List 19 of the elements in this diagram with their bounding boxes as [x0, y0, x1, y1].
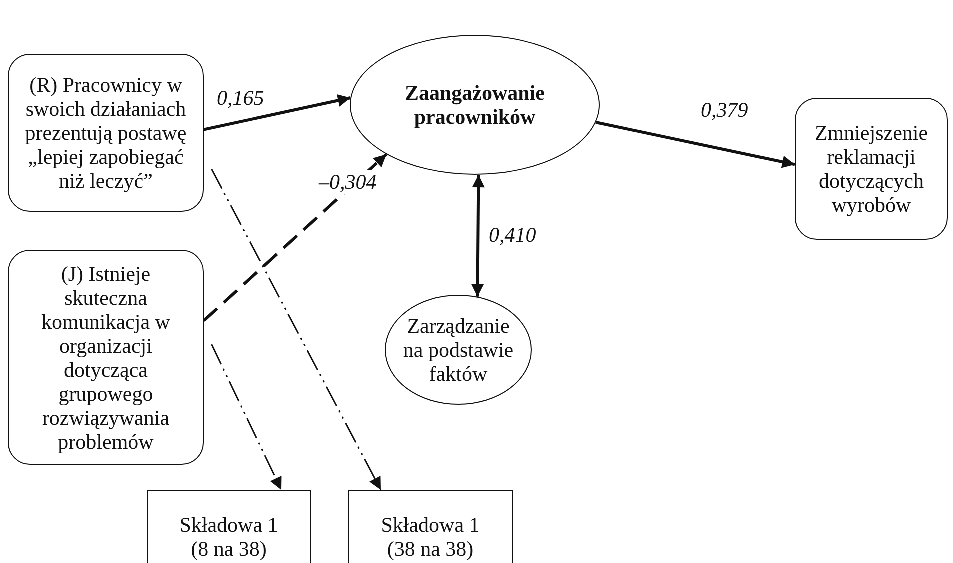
arrow [204, 94, 351, 132]
node-text: Zaangażowanie pracowników [404, 81, 546, 129]
arrow [202, 153, 388, 322]
node-text: Składowa 1 (8 na 38) [178, 513, 280, 561]
node-text: (J) Istnieje skuteczna komunikacja w organizacji dotycząca grupowego rozwiązywania problemów [40, 262, 172, 454]
node-text: Składowa 1 (38 na 38) [380, 513, 481, 561]
arrow [596, 121, 796, 168]
rounded-box [795, 98, 948, 240]
arrow [471, 174, 485, 297]
node-text: Zmniejszenie reklamacji dotyczących wyrobów [814, 121, 930, 217]
node-text: Zarządzanie na podstawie faktów [402, 314, 515, 386]
node-text: (R) Pracownicy w swoich działaniach prezentują postawę „lepiej zapobiegać niż leczyć” [24, 73, 188, 193]
rect-box [348, 490, 513, 563]
edge-label: –0,304 [318, 170, 378, 194]
rect-box [147, 490, 311, 563]
rounded-box [8, 250, 204, 465]
arrow [211, 168, 382, 490]
arrow [211, 344, 282, 490]
rounded-box [8, 54, 204, 212]
